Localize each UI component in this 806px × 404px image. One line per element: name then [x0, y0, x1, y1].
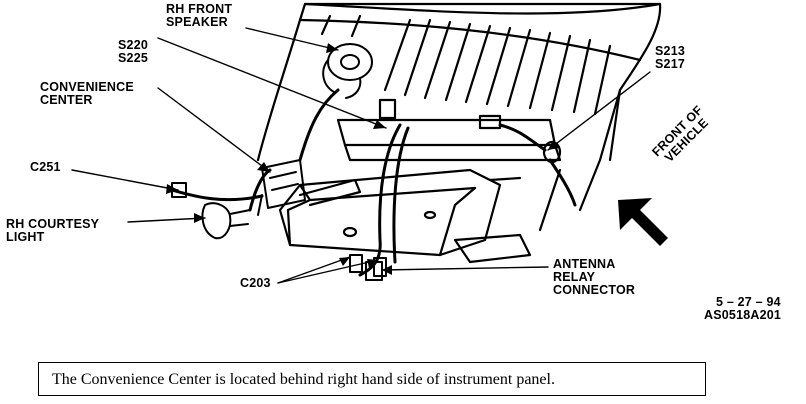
- wiring-harness: [170, 88, 577, 277]
- s225-label: S225: [118, 51, 148, 65]
- figure-id: AS0518A201: [704, 308, 782, 322]
- rh-courtesy-light-label: RH COURTESY LIGHT: [6, 218, 99, 244]
- date-code: 5 – 27 – 94: [716, 295, 781, 309]
- s213-label: S213: [655, 44, 685, 58]
- antenna-label-line2: RELAY: [553, 270, 596, 284]
- convenience-center-module: [257, 159, 306, 216]
- antenna-relay-connector: [365, 261, 383, 281]
- c251-connector: [171, 182, 187, 198]
- caption-text: The Convenience Center is located behind…: [52, 371, 555, 388]
- antenna-label-line1: ANTENNA: [553, 257, 616, 271]
- c251-label: C251: [30, 160, 61, 174]
- instrument-panel: [256, 2, 662, 232]
- convenience-center-label-line1: CONVENIENCE: [40, 80, 134, 94]
- rh-front-speaker: [322, 43, 373, 99]
- leader-arrowheads: [166, 43, 559, 275]
- s213-s217-label: S213 S217: [655, 45, 685, 71]
- antenna-label-line3: CONNECTOR: [553, 283, 636, 297]
- convenience-center-label-line2: CENTER: [40, 93, 93, 107]
- support-beam: [336, 98, 562, 164]
- s220-s225-label: S220 S225: [118, 39, 148, 65]
- c203-label: C203: [240, 276, 271, 290]
- rh-front-speaker-label-line1: RH FRONT: [166, 2, 233, 16]
- leader-lines: [71, 27, 651, 284]
- antenna-relay-connector-label: ANTENNA RELAY CONNECTOR: [553, 258, 635, 297]
- rh-courtesy-light-label-line1: RH COURTESY: [6, 217, 100, 231]
- rh-courtesy-light: [201, 202, 251, 240]
- convenience-center-label: CONVENIENCE CENTER: [40, 81, 134, 107]
- rh-front-speaker-label: RH FRONT SPEAKER: [166, 3, 232, 29]
- rh-front-speaker-label-line2: SPEAKER: [166, 15, 228, 29]
- s217-label: S217: [655, 57, 685, 71]
- front-of-vehicle-arrow: [618, 198, 668, 246]
- caption-box: The Convenience Center is located behind…: [38, 362, 706, 396]
- rh-courtesy-light-label-line2: LIGHT: [6, 230, 45, 244]
- convenience-tray: [278, 168, 532, 264]
- s220-label: S220: [118, 38, 148, 52]
